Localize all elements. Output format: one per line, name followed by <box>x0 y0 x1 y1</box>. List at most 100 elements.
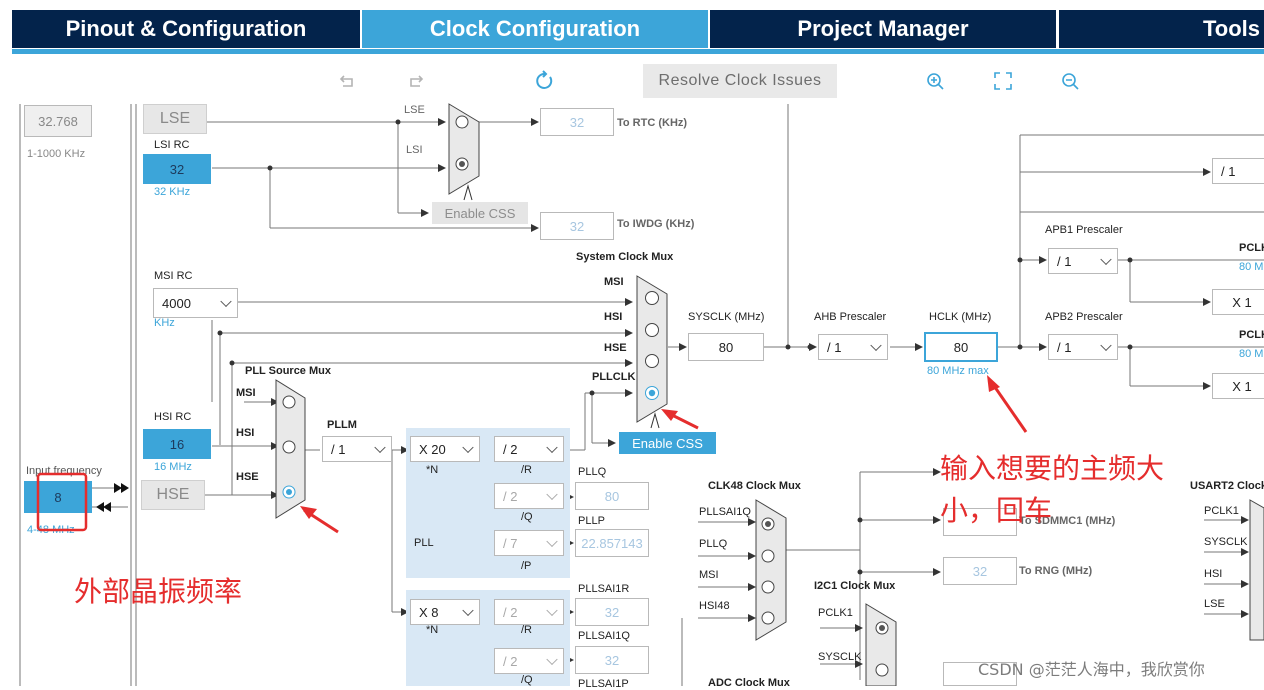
undo-icon[interactable] <box>337 70 359 92</box>
lse-frequency-input[interactable]: 32.768 <box>24 105 92 137</box>
pllsai1r-select[interactable]: / 2 <box>494 599 564 625</box>
pllq-divider-value: / 2 <box>503 488 518 504</box>
sdmmc1-output-field <box>943 508 1017 536</box>
zoom-out-icon[interactable] <box>1059 70 1081 92</box>
pll-src-hse-label: HSE <box>236 471 259 483</box>
top-right-divider-value: / 1 <box>1221 163 1236 179</box>
sysclk-label: SYSCLK (MHz) <box>688 311 765 323</box>
tab-pinout-configuration[interactable]: Pinout & Configuration <box>12 10 360 48</box>
hclk-label: HCLK (MHz) <box>929 311 992 323</box>
pllr-value: / 2 <box>503 441 518 457</box>
lse-block: LSE <box>143 104 207 134</box>
msi-rc-unit: KHz <box>154 317 175 329</box>
pllsai1n-value: X 8 <box>419 604 439 620</box>
lsi-rc-unit: 32 KHz <box>154 186 191 198</box>
rng-output-label: To RNG (MHz) <box>1019 565 1093 577</box>
pllsai1q-select[interactable]: / 2 <box>494 648 564 674</box>
tab-project-manager[interactable]: Project Manager <box>710 10 1056 48</box>
pclk2-label: PCLK <box>1239 329 1264 341</box>
hclk-input[interactable]: 80 <box>924 332 998 362</box>
pllp-select[interactable]: / 7 <box>494 530 564 556</box>
i2c1-output-field <box>943 662 1017 686</box>
pllsai1r-output-field: 32 <box>575 598 649 626</box>
clk48-pllq-label: PLLQ <box>699 538 728 550</box>
usart2-lse-label: LSE <box>1204 598 1225 610</box>
pllsai1r-output-label: PLLSAI1R <box>578 583 630 595</box>
redo-icon[interactable] <box>404 70 426 92</box>
usart2-pclk1-label: PCLK1 <box>1204 505 1239 517</box>
lse-enable-css-button[interactable]: Enable CSS <box>432 202 528 224</box>
apb1-prescaler-select[interactable]: / 1 <box>1048 248 1118 274</box>
usart2-hsi-label: HSI <box>1204 568 1223 580</box>
iwdg-output-field: 32 <box>540 212 614 240</box>
resolve-clock-issues-button[interactable]: Resolve Clock Issues <box>643 64 837 98</box>
pllp-divider-label: /P <box>521 560 532 572</box>
pllp-output-field: 22.857143 <box>575 529 649 557</box>
pll-src-msi-label: MSI <box>236 387 256 399</box>
pclk2-value: 80 M <box>1239 348 1264 360</box>
i2c1-mux-title: I2C1 Clock Mux <box>814 580 896 592</box>
fit-to-screen-icon[interactable] <box>992 70 1014 92</box>
tab-label: Project Manager <box>797 16 969 41</box>
refresh-icon[interactable] <box>534 70 556 92</box>
pllr-select[interactable]: / 2 <box>494 436 564 462</box>
clk48-hsi48-label: HSI48 <box>699 600 730 612</box>
iwdg-output-label: To IWDG (KHz) <box>617 218 695 230</box>
hclk-annotation-line1: 输入想要的主频大 <box>940 452 1165 485</box>
plln-select[interactable]: X 20 <box>410 436 480 462</box>
sysclk-field[interactable]: 80 <box>688 333 764 361</box>
pllsai1q-value: / 2 <box>503 653 518 669</box>
i2c1-pclk1-label: PCLK1 <box>818 607 853 619</box>
i2c1-sysclk-label: SYSCLK <box>818 651 862 663</box>
pllq-select[interactable]: / 2 <box>494 483 564 509</box>
rtc-mux-lse-label: LSE <box>404 104 425 116</box>
system-clock-mux-title: System Clock Mux <box>576 251 674 263</box>
msi-rc-value: 4000 <box>162 295 191 311</box>
plln-value: X 20 <box>419 441 446 457</box>
lsi-rc-title: LSI RC <box>154 139 190 151</box>
sdmmc1-output-label: To SDMMC1 (MHz) <box>1019 515 1116 527</box>
hclk-annotation-line2: 小，回车 <box>940 494 1053 527</box>
clk48-msi-label: MSI <box>699 569 719 581</box>
pllp-output-label: PLLP <box>578 515 605 527</box>
apb2-prescaler-select[interactable]: / 1 <box>1048 334 1118 360</box>
pllr-label: /R <box>521 464 532 476</box>
enable-css-button[interactable]: Enable CSS <box>619 432 716 454</box>
pll-source-mux-title: PLL Source Mux <box>245 365 331 377</box>
lsi-rc-value: 32 <box>143 154 211 184</box>
pllq-output-label: PLLQ <box>578 466 607 478</box>
pclk1-value: 80 M <box>1239 261 1264 273</box>
lse-range-label: 1-1000 KHz <box>27 148 86 160</box>
sysmux-msi-label: MSI <box>604 276 624 288</box>
pllq-divider-label: /Q <box>521 511 533 523</box>
pll-src-hsi-label: HSI <box>236 427 255 439</box>
sysmux-hsi-label: HSI <box>604 311 623 323</box>
apb2-prescaler-value: / 1 <box>1057 339 1072 355</box>
pllm-select[interactable]: / 1 <box>322 436 392 462</box>
top-right-divider-select[interactable]: / 1 <box>1212 158 1264 184</box>
tab-clock-configuration[interactable]: Clock Configuration <box>362 10 708 48</box>
pllm-label: PLLM <box>327 419 357 431</box>
pllsai1r-label: /R <box>521 624 532 636</box>
rtc-mux-lsi-label: LSI <box>406 144 423 156</box>
ahb-prescaler-value: / 1 <box>827 339 842 355</box>
tab-tools[interactable]: Tools <box>1059 10 1264 48</box>
rtc-output-label: To RTC (KHz) <box>617 117 688 129</box>
zoom-in-icon[interactable] <box>924 70 946 92</box>
watermark: CSDN @茫茫人海中，我欣赏你 <box>978 660 1205 679</box>
hse-frequency-input[interactable]: 8 <box>24 481 92 513</box>
hse-block: HSE <box>141 480 205 510</box>
pllsai1n-select[interactable]: X 8 <box>410 599 480 625</box>
msi-rc-select[interactable]: 4000 <box>153 288 238 318</box>
pllsai1q-output-field: 32 <box>575 646 649 674</box>
pllsai1q-output-label: PLLSAI1Q <box>578 630 630 642</box>
rng-output-field: 32 <box>943 557 1017 585</box>
tab-label: Pinout & Configuration <box>65 16 307 41</box>
ahb-prescaler-select[interactable]: / 1 <box>818 334 888 360</box>
